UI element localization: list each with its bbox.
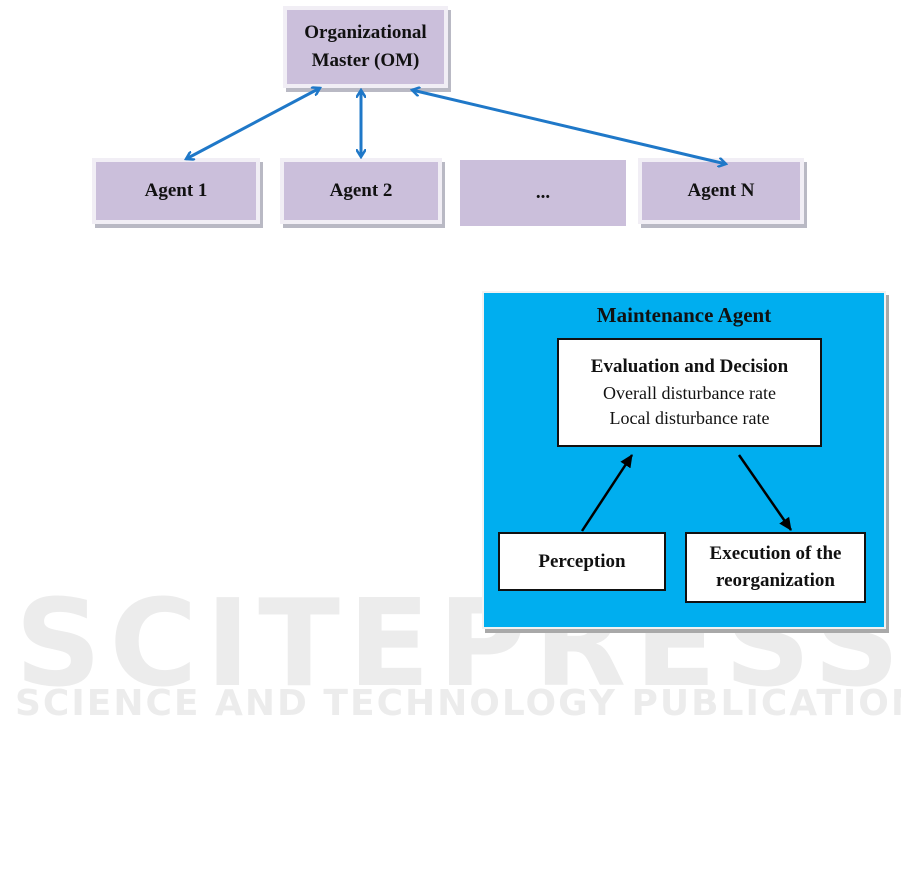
agent-label: ... — [535, 182, 551, 204]
agent-label: Agent 1 — [144, 180, 208, 202]
overall-disturbance-rate: Overall disturbance rate — [603, 382, 776, 403]
local-disturbance-rate: Local disturbance rate — [609, 407, 770, 428]
agent-ellipsis-box: ... — [460, 160, 626, 226]
agent-1-box: Agent 1 — [92, 158, 260, 224]
execution-line1: Execution of the — [709, 542, 842, 564]
arrow-perception-to-evaluation — [580, 454, 634, 532]
agent-2-box: Agent 2 — [280, 158, 442, 224]
maintenance-agent-title: Maintenance Agent — [596, 303, 772, 327]
master-line2: Master (OM) — [311, 50, 420, 71]
watermark-sub: SCIENCE AND TECHNOLOGY PUBLICATIONS — [15, 683, 901, 724]
evaluation-title: Evaluation and Decision — [590, 356, 789, 378]
agent-label: Agent N — [687, 180, 755, 202]
perception-label: Perception — [538, 550, 626, 572]
master-line1: Organizational — [304, 22, 427, 44]
arrow-om-agentn — [412, 90, 726, 164]
perception-box: Perception — [498, 532, 666, 591]
execution-line2: reorganization — [716, 569, 835, 591]
evaluation-decision-box: Evaluation and Decision Overall disturba… — [557, 338, 822, 447]
arrow-evaluation-to-execution — [737, 454, 793, 531]
arrow-om-agent1 — [186, 88, 320, 159]
execution-box: Execution of the reorganization — [685, 532, 866, 603]
agent-label: Agent 2 — [329, 180, 393, 202]
